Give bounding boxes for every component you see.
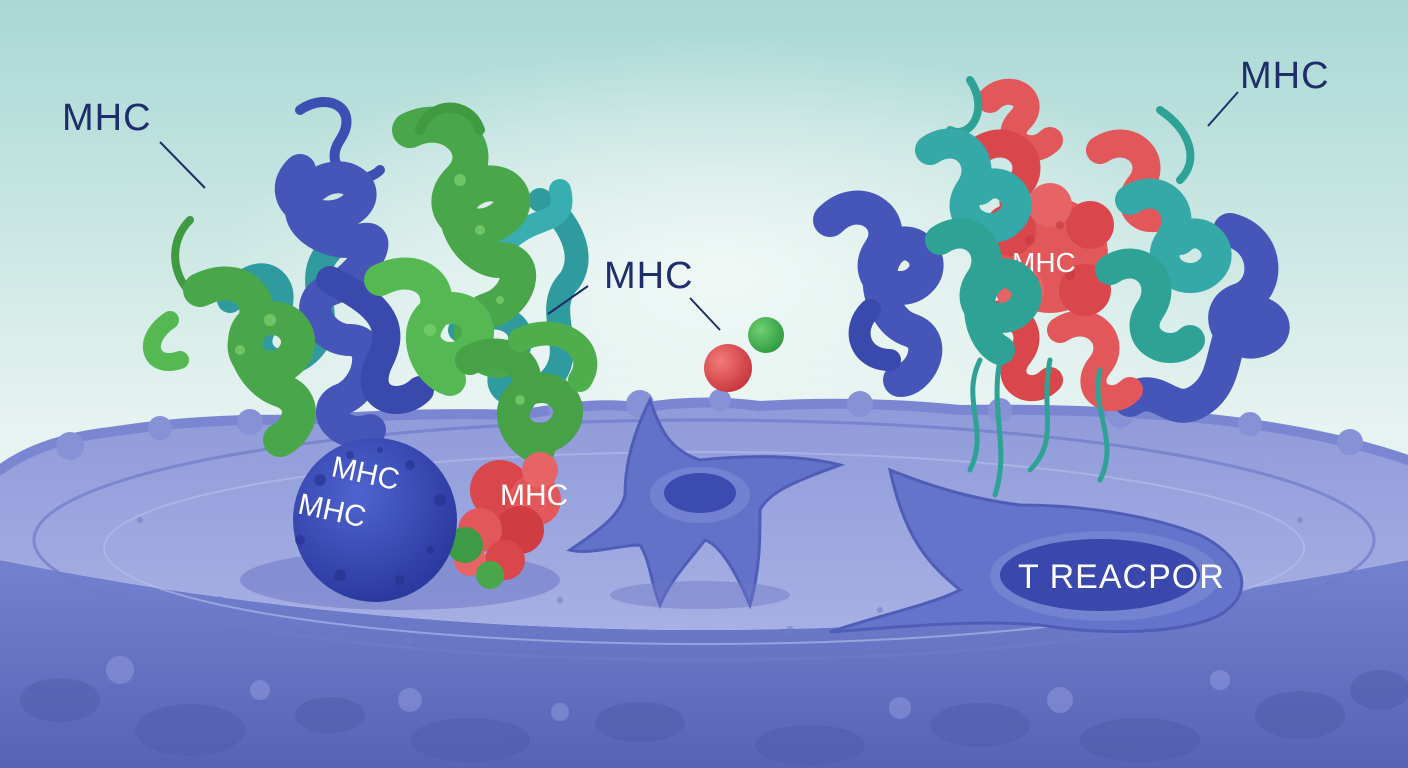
- right-mhc-complex: MHC: [813, 76, 1290, 498]
- t-receptor-label: T REACPOR: [1018, 558, 1225, 596]
- leader-line: [159, 141, 206, 189]
- mhc-label-top-left: MHC: [62, 97, 152, 139]
- molecule-icon: [704, 317, 784, 392]
- mhc-label-center: MHC: [604, 255, 694, 297]
- protein-helix-icon: [274, 96, 434, 448]
- red-molecule: [704, 344, 752, 392]
- red-cluster-label: MHC: [500, 479, 568, 512]
- membrane-side-texture: [20, 670, 1408, 765]
- protein-helix-icon: [142, 102, 598, 465]
- leader-line: [547, 285, 589, 315]
- membrane-inner-ring-2: [103, 451, 1305, 645]
- membrane-side: [0, 560, 1408, 768]
- mhc-label-top-right: MHC: [1240, 55, 1330, 97]
- membrane-side-highlights: [106, 656, 1230, 721]
- callout-center: MHC: [547, 255, 721, 331]
- left-mhc-complex: MHC MHC MHC: [142, 96, 598, 610]
- receptor-nucleus: [1000, 539, 1200, 611]
- leader-line: [689, 297, 721, 331]
- cell-icon: [566, 396, 846, 610]
- star-cell-nucleus: [664, 473, 736, 513]
- protein-helix-icon: [813, 190, 1290, 423]
- leader-line: [1207, 91, 1239, 127]
- callout-top-right: MHC: [1207, 55, 1330, 127]
- t-receptor-cell: T REACPOR: [829, 467, 1244, 634]
- blue-mhc-blob: MHC MHC: [293, 438, 457, 602]
- star-cell-shadow: [610, 581, 790, 609]
- helix-highlights: [235, 174, 525, 405]
- protein-helix-icon: [915, 76, 1232, 498]
- membrane-inner-ring: [32, 418, 1376, 662]
- callout-top-left: MHC: [62, 97, 206, 189]
- green-balls: [447, 527, 504, 589]
- green-molecule: [748, 317, 784, 353]
